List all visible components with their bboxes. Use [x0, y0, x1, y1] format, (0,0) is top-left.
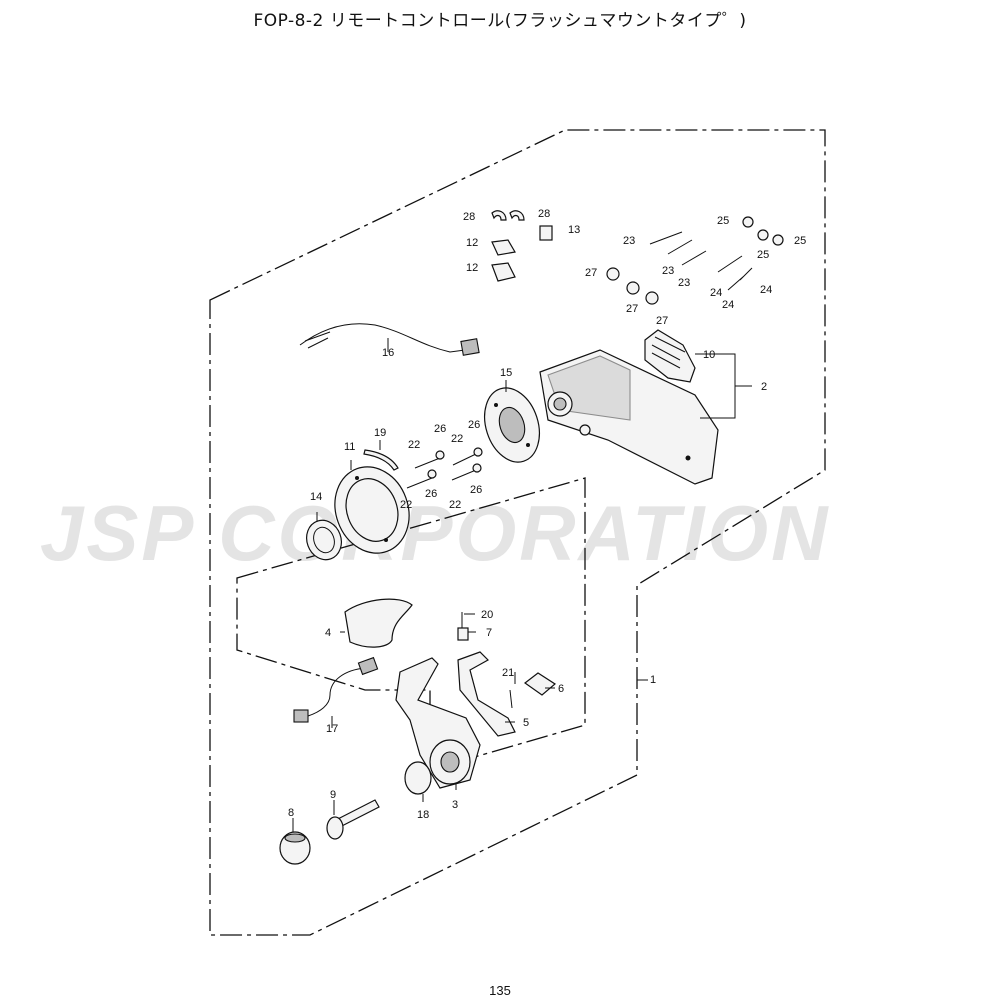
lever-part-4 — [344, 598, 413, 648]
callout-6: 6 — [558, 683, 564, 695]
callout-12a: 12 — [466, 237, 478, 249]
callout-11: 11 — [344, 441, 355, 453]
assembly-frame — [209, 129, 826, 936]
callout-28b: 28 — [538, 208, 550, 220]
subassembly-frame — [236, 477, 586, 771]
callout-3: 3 — [452, 799, 458, 811]
callout-26c: 26 — [425, 488, 437, 500]
callout-27b: 27 — [626, 303, 638, 315]
callout-5: 5 — [523, 717, 529, 729]
callout-23c: 23 — [678, 277, 690, 289]
shaft-part-9 — [326, 799, 380, 840]
callout-26d: 26 — [470, 484, 482, 496]
callout-26a: 26 — [434, 423, 446, 435]
callout-26b: 26 — [468, 419, 480, 431]
plate-part-6 — [523, 672, 557, 696]
callout-13: 13 — [568, 224, 580, 236]
callout-25c: 25 — [794, 235, 806, 247]
gasket-part-10 — [644, 329, 696, 383]
callout-25a: 25 — [717, 215, 729, 227]
callout-8: 8 — [288, 807, 294, 819]
page-title: FOP-8-2 リモートコントロール(フラッシュマウントタイプ゜) — [253, 11, 747, 31]
callout-2: 2 — [761, 381, 767, 393]
callout-17: 17 — [326, 723, 338, 735]
callout-labels: 1 2 3 4 5 6 7 8 9 10 11 12 12 13 14 15 1… — [288, 208, 806, 821]
callout-14: 14 — [310, 491, 322, 503]
callout-23a: 23 — [623, 235, 635, 247]
callout-9: 9 — [330, 789, 336, 801]
rod-part-5 — [457, 651, 516, 737]
callout-22a: 22 — [408, 439, 420, 451]
sensor-part-17 — [293, 656, 379, 723]
callout-22d: 22 — [449, 499, 461, 511]
callout-10: 10 — [703, 349, 715, 361]
callout-24a: 24 — [710, 287, 722, 299]
harness-part-16 — [299, 323, 480, 356]
callout-16: 16 — [382, 347, 394, 359]
leader-lines — [292, 338, 752, 832]
callout-7: 7 — [486, 627, 492, 639]
callout-18: 18 — [417, 809, 429, 821]
flange-part-15 — [484, 387, 540, 463]
callout-20: 20 — [481, 609, 493, 621]
callout-23b: 23 — [662, 265, 674, 277]
callout-27c: 27 — [656, 315, 668, 327]
callout-24c: 24 — [760, 284, 772, 296]
callout-19: 19 — [374, 427, 386, 439]
page-number: 135 — [489, 983, 511, 998]
callout-1: 1 — [650, 674, 656, 686]
callout-12b: 12 — [466, 262, 478, 274]
callout-24b: 24 — [722, 299, 734, 311]
callout-15: 15 — [500, 367, 512, 379]
callout-28a: 28 — [463, 211, 475, 223]
housing-part-2 — [539, 349, 719, 485]
callout-4: 4 — [325, 627, 331, 639]
oring-part-18 — [404, 761, 432, 795]
callout-22c: 22 — [400, 499, 412, 511]
strip-part-19 — [363, 449, 399, 471]
ring-cover-part-11 — [334, 466, 410, 554]
callout-25b: 25 — [757, 249, 769, 261]
callout-27a: 27 — [585, 267, 597, 279]
cap-part-8 — [279, 831, 311, 865]
callout-22b: 22 — [451, 433, 463, 445]
arm-part-3 — [395, 657, 481, 789]
small-hardware — [406, 210, 784, 709]
callout-21: 21 — [502, 667, 514, 679]
